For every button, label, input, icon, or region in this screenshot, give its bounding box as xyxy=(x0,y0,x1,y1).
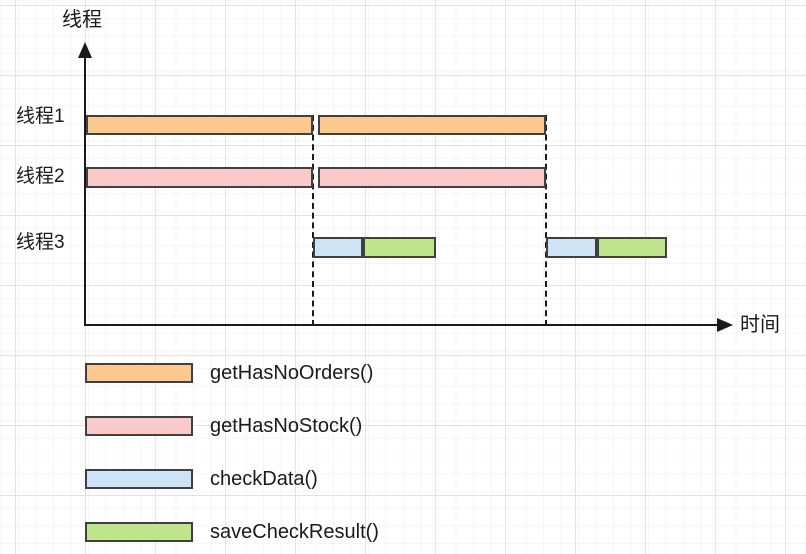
legend-swatch-getHasNoOrders xyxy=(85,363,193,383)
legend-label-checkData: checkData() xyxy=(210,468,318,490)
y-axis-arrow-icon xyxy=(78,42,92,58)
bar-getHasNoStock-thread2 xyxy=(86,167,313,188)
bar-saveCheckResult-thread3 xyxy=(597,237,667,258)
legend-swatch-checkData xyxy=(85,469,193,489)
thread-label-3: 线程3 xyxy=(16,232,65,253)
legend-label-getHasNoStock: getHasNoStock() xyxy=(210,415,363,437)
dashed-time-marker-1 xyxy=(312,115,314,326)
thread-label-1: 线程1 xyxy=(16,106,65,127)
legend-label-saveCheckResult: saveCheckResult() xyxy=(210,521,379,543)
legend-swatch-getHasNoStock xyxy=(85,416,193,436)
legend-swatch-saveCheckResult xyxy=(85,522,193,542)
bar-checkData-thread3 xyxy=(313,237,363,258)
dashed-time-marker-2 xyxy=(545,115,547,326)
bar-getHasNoOrders-thread1 xyxy=(318,115,546,135)
bar-checkData-thread3 xyxy=(546,237,597,258)
bar-saveCheckResult-thread3 xyxy=(363,237,436,258)
thread-label-2: 线程2 xyxy=(16,166,65,187)
y-axis-line xyxy=(84,56,86,326)
legend-label-getHasNoOrders: getHasNoOrders() xyxy=(210,362,374,384)
x-axis-line xyxy=(85,324,719,326)
x-axis-label: 时间 xyxy=(740,314,780,336)
bar-getHasNoOrders-thread1 xyxy=(86,115,313,135)
x-axis-arrow-icon xyxy=(717,318,733,332)
y-axis-label: 线程 xyxy=(62,9,102,31)
bar-getHasNoStock-thread2 xyxy=(318,167,546,188)
